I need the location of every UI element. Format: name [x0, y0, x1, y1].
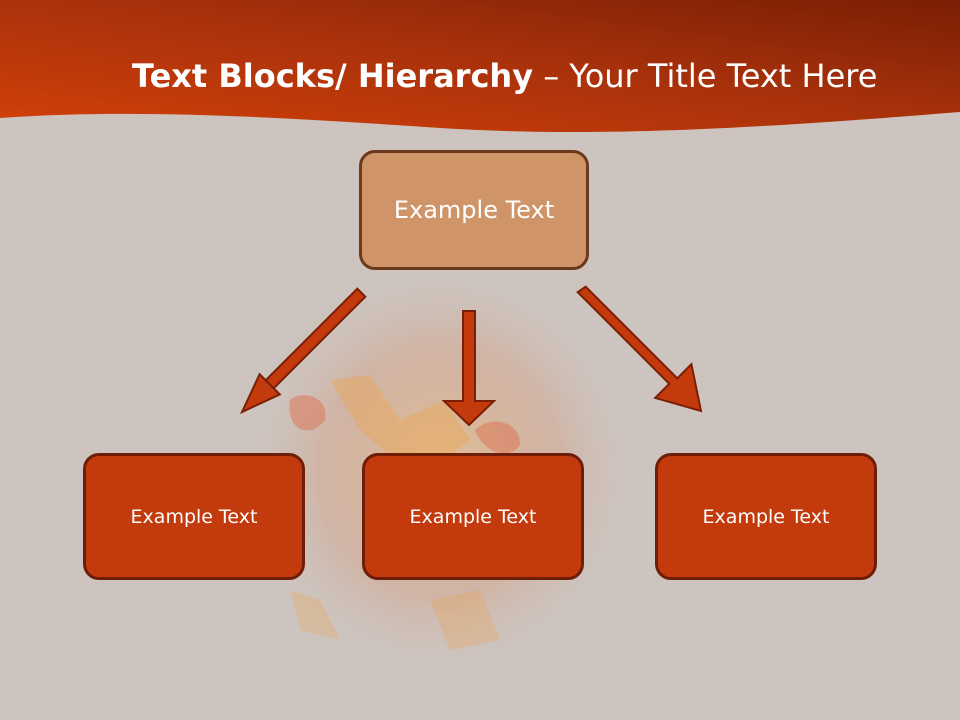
arrow-right	[576, 285, 703, 413]
child-text-block-label: Example Text	[702, 505, 830, 528]
top-text-block: Example Text	[359, 150, 589, 270]
arrow-center	[441, 310, 497, 427]
child-text-block-label: Example Text	[409, 505, 537, 528]
child-text-block-center: Example Text	[362, 453, 584, 580]
header-banner	[0, 0, 960, 133]
child-text-block-right: Example Text	[655, 453, 877, 580]
page-title: Text Blocks/ Hierarchy – Your Title Text…	[132, 56, 932, 96]
title-rest: – Your Title Text Here	[533, 57, 878, 95]
title-bold: Text Blocks/ Hierarchy	[132, 57, 534, 95]
arrow-left	[239, 287, 367, 415]
child-text-block-label: Example Text	[130, 505, 258, 528]
top-text-block-label: Example Text	[393, 196, 555, 224]
child-text-block-left: Example Text	[83, 453, 305, 580]
